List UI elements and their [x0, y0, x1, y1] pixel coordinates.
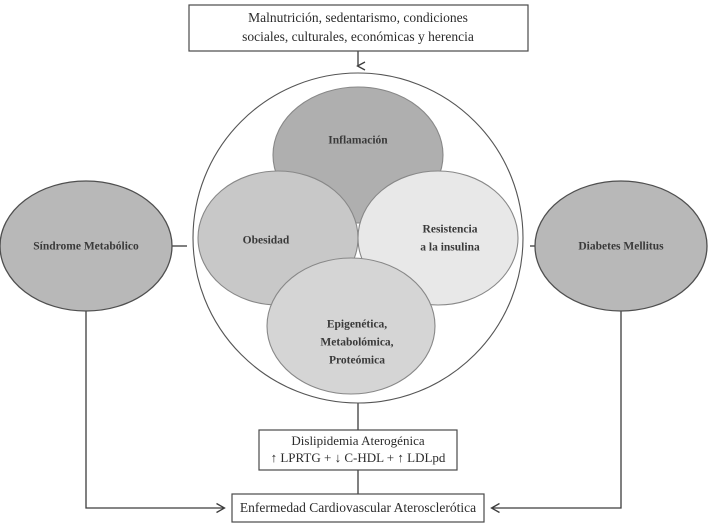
- venn-label-omicas-line-1: Epigenética,: [327, 319, 387, 331]
- dislipidemia-box-rect: [258, 429, 458, 471]
- node-diabetes-mellitus: Diabetes Mellitus: [534, 180, 708, 312]
- ecva-box: Enfermedad Cardiovascular Aterosclerótic…: [231, 493, 485, 523]
- dislipidemia-box-line-2: ↑ LPRTG + ↓ C-HDL + ↑ LDLpd: [271, 450, 446, 465]
- causes-box: Malnutrición, sedentarismo, condiciones …: [188, 4, 529, 52]
- venn-set-omicas-shape: [266, 257, 436, 395]
- node-diabetes-mellitus-shape: [534, 180, 708, 312]
- node-sindrome-metabolico-shape: [0, 180, 173, 312]
- causes-box-line-1: Malnutrición, sedentarismo, condiciones: [248, 10, 468, 25]
- venn-label-obesidad: Obesidad: [243, 235, 290, 247]
- venn-outer-circle: [192, 72, 524, 404]
- node-sindrome-metabolico-label: Síndrome Metabólico: [33, 241, 139, 253]
- dislipidemia-box: Dislipidemia Aterogénica ↑ LPRTG + ↓ C-H…: [258, 429, 458, 471]
- connector-left-node-to-ecva: [85, 311, 226, 514]
- dislipidemia-box-line-1: Dislipidemia Aterogénica: [291, 433, 424, 448]
- venn-label-omicas-line-2: Metabolómica,: [320, 337, 393, 349]
- ecva-box-label: Enfermedad Cardiovascular Aterosclerótic…: [240, 500, 476, 515]
- venn-label-resistencia-insulina-line-1: Resistencia: [423, 224, 478, 236]
- venn-label-omicas-line-3: Proteómica: [329, 355, 385, 367]
- node-diabetes-mellitus-label: Diabetes Mellitus: [578, 241, 664, 253]
- causes-box-line-2: sociales, culturales, económicas y heren…: [242, 29, 474, 44]
- connector-group: [85, 50, 622, 514]
- node-sindrome-metabolico: Síndrome Metabólico: [0, 180, 173, 312]
- ecva-box-rect: [231, 493, 485, 523]
- venn-label-inflamacion: Inflamación: [328, 135, 388, 147]
- causes-box-rect: [188, 4, 529, 52]
- venn-label-resistencia-insulina-line-2: a la insulina: [420, 242, 480, 254]
- venn-cluster: Inflamación Obesidad Resistencia a la in…: [192, 72, 524, 404]
- connector-right-node-to-ecva: [490, 311, 622, 514]
